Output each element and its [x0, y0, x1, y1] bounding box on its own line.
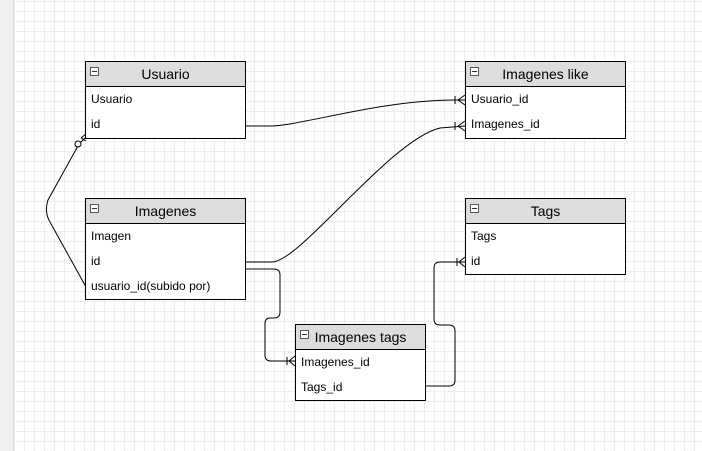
crowfoot-mark: [457, 94, 466, 101]
field-row[interactable]: Imagen: [91, 229, 132, 243]
entity-imagenes-like[interactable]: Imagenes like Usuario_id Imagenes_id: [465, 61, 626, 139]
collapse-icon[interactable]: [300, 330, 309, 339]
entity-header[interactable]: Imagenes tags: [296, 325, 425, 350]
edge-imagenes-likes: [245, 125, 466, 263]
crowfoot-mark: [457, 99, 466, 106]
entity-header[interactable]: Imagenes: [86, 199, 245, 224]
entity-title: Tags: [530, 203, 561, 219]
crowfoot-mark: [457, 120, 466, 127]
collapse-icon[interactable]: [90, 204, 99, 213]
field-row[interactable]: Imagenes_id: [471, 117, 540, 131]
entity-title: Imagenes tags: [314, 329, 407, 345]
entity-title: Imagenes like: [502, 66, 589, 82]
field-row[interactable]: Usuario_id: [471, 92, 529, 106]
crowfoot-mark: [458, 256, 466, 263]
collapse-icon[interactable]: [470, 67, 479, 76]
entity-header[interactable]: Usuario: [86, 62, 245, 87]
field-row[interactable]: Tags_id: [301, 380, 343, 394]
field-row[interactable]: Imagenes_id: [301, 355, 370, 369]
entity-title: Imagenes: [134, 203, 197, 219]
field-row[interactable]: id: [91, 117, 101, 131]
entity-header[interactable]: Tags: [466, 199, 625, 224]
entity-tags[interactable]: Tags Tags id: [465, 198, 626, 275]
field-row[interactable]: Usuario: [91, 92, 133, 106]
entity-imagenes-tags[interactable]: Imagenes tags Imagenes_id Tags_id: [295, 324, 426, 401]
field-row[interactable]: id: [471, 254, 481, 268]
entity-usuario[interactable]: Usuario Usuario id: [85, 61, 246, 139]
crowfoot-mark: [457, 125, 466, 132]
entity-imagenes[interactable]: Imagenes Imagen id usuario_id(subido por…: [85, 198, 246, 300]
edge-tags-link: [425, 261, 465, 387]
zero-mark: [74, 140, 82, 148]
field-row[interactable]: id: [91, 254, 101, 268]
crowfoot-mark: [80, 137, 87, 142]
collapse-icon[interactable]: [90, 67, 99, 76]
crowfoot-mark: [288, 355, 296, 362]
field-row[interactable]: usuario_id(subido por): [91, 279, 211, 293]
left-panel-edge: [0, 0, 14, 451]
entity-header[interactable]: Imagenes like: [466, 62, 625, 87]
collapse-icon[interactable]: [470, 204, 479, 213]
crowfoot-mark: [288, 360, 296, 367]
field-row[interactable]: Tags: [471, 229, 497, 243]
edge-usuario-likes: [245, 99, 465, 127]
edge-imagenes-usuario: [45, 137, 87, 288]
crowfoot-mark: [458, 261, 466, 268]
entity-title: Usuario: [141, 66, 190, 82]
edge-imagenes-tags: [245, 268, 295, 362]
